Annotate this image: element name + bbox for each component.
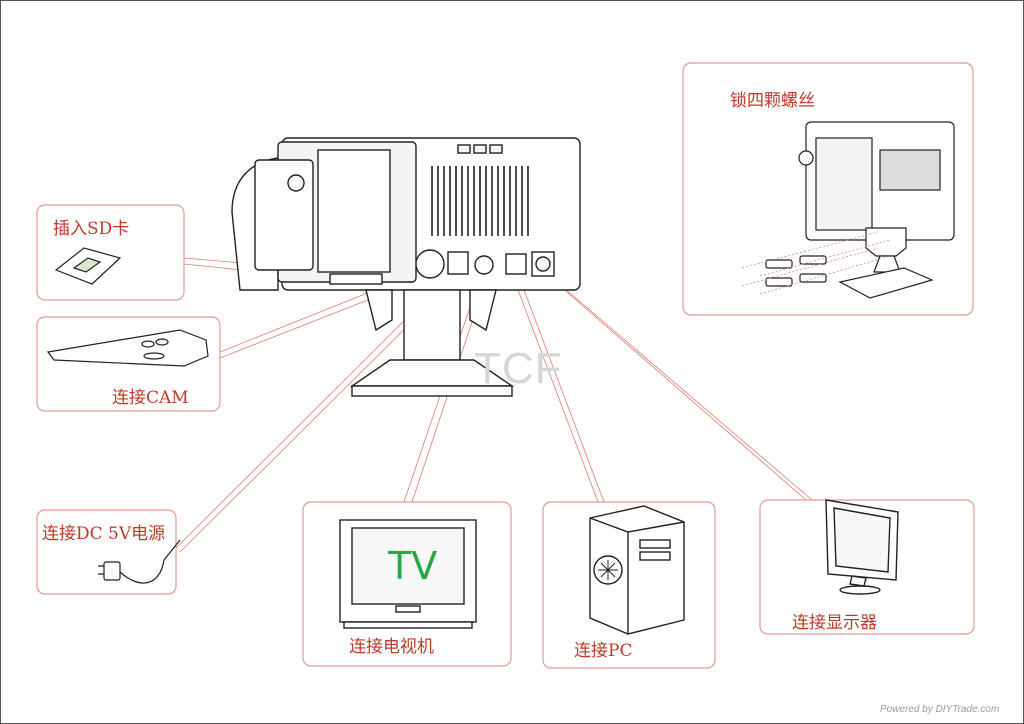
tv-callout-box — [302, 501, 512, 667]
pc-illustration — [589, 505, 685, 635]
cam-button — [155, 338, 169, 346]
pc-drive-bay — [639, 539, 671, 549]
inset-device-knob — [798, 150, 814, 166]
dc-port — [447, 251, 469, 275]
device-button — [457, 144, 471, 154]
monitor-screen — [833, 507, 891, 573]
adapter-cable — [119, 539, 181, 584]
device-lcd-screen — [317, 149, 391, 273]
screw — [765, 259, 793, 269]
device-flip-screen — [254, 159, 314, 271]
callout-boxes — [36, 62, 975, 669]
monitor-label: 连接显示器 — [792, 613, 877, 633]
vga-port-ring — [535, 256, 551, 272]
monitor-illustration — [825, 499, 899, 595]
device-vent-grill — [431, 166, 529, 236]
screws-label: 锁四颗螺丝 — [730, 91, 815, 111]
usb-port — [505, 253, 527, 275]
monitor-neck — [849, 575, 867, 587]
credit-text: Powered by DIYTrade.com — [880, 704, 1000, 715]
pc-callout-box — [542, 501, 716, 669]
main-device — [231, 137, 581, 397]
sd-card-illustration — [54, 247, 122, 285]
tv-illustration — [339, 519, 477, 629]
cam-label: 连接CAM — [112, 388, 189, 408]
screw — [799, 273, 827, 283]
stand-bracket-left — [365, 289, 393, 332]
pc-fan-blades — [598, 560, 618, 580]
screws-callout-box — [682, 62, 974, 316]
cam-button — [141, 340, 155, 348]
pc-drive-bay — [639, 551, 671, 561]
cam-callout-box — [36, 316, 221, 412]
leader-lines — [175, 257, 813, 553]
device-knob — [287, 174, 305, 192]
tv-screen — [351, 527, 465, 605]
monitor-base — [839, 585, 881, 595]
pc-case — [589, 505, 685, 635]
stand-bracket-right — [469, 289, 497, 332]
dc-label: 连接DC 5V电源 — [42, 524, 166, 544]
cam-button — [143, 352, 165, 360]
tv-screen-text: TV — [388, 544, 438, 588]
inset-device-panel — [815, 137, 873, 231]
tv-label: 连接电视机 — [349, 637, 434, 657]
cam-illustration — [46, 329, 209, 367]
pc-label: 连接PC — [574, 641, 633, 661]
device-button — [489, 144, 503, 154]
video-port — [474, 255, 494, 275]
stand-foot — [351, 385, 513, 397]
tv-base — [343, 621, 473, 629]
stand-column — [403, 289, 461, 361]
sd-label: 插入SD卡 — [53, 219, 130, 239]
inset-device-vent — [879, 149, 941, 191]
screw — [765, 277, 793, 287]
sd-card-label — [72, 257, 102, 273]
adapter-plug — [103, 561, 121, 581]
sd-slot — [329, 273, 383, 285]
device-button — [473, 144, 487, 154]
sd-callout-box — [36, 204, 185, 301]
power-adapter-illustration — [98, 539, 181, 584]
inset-stand-base — [838, 267, 934, 299]
screws-inset-illustration — [765, 121, 955, 299]
monitor-callout-box — [759, 499, 975, 635]
watermark: TCF — [474, 344, 563, 393]
screw — [799, 255, 827, 265]
cam-port — [415, 249, 445, 279]
inset-stand-bracket — [865, 227, 907, 257]
dc-callout-box — [36, 509, 177, 595]
adapter-prongs — [98, 565, 104, 575]
cam-body — [46, 329, 209, 367]
tv-control — [395, 605, 421, 613]
